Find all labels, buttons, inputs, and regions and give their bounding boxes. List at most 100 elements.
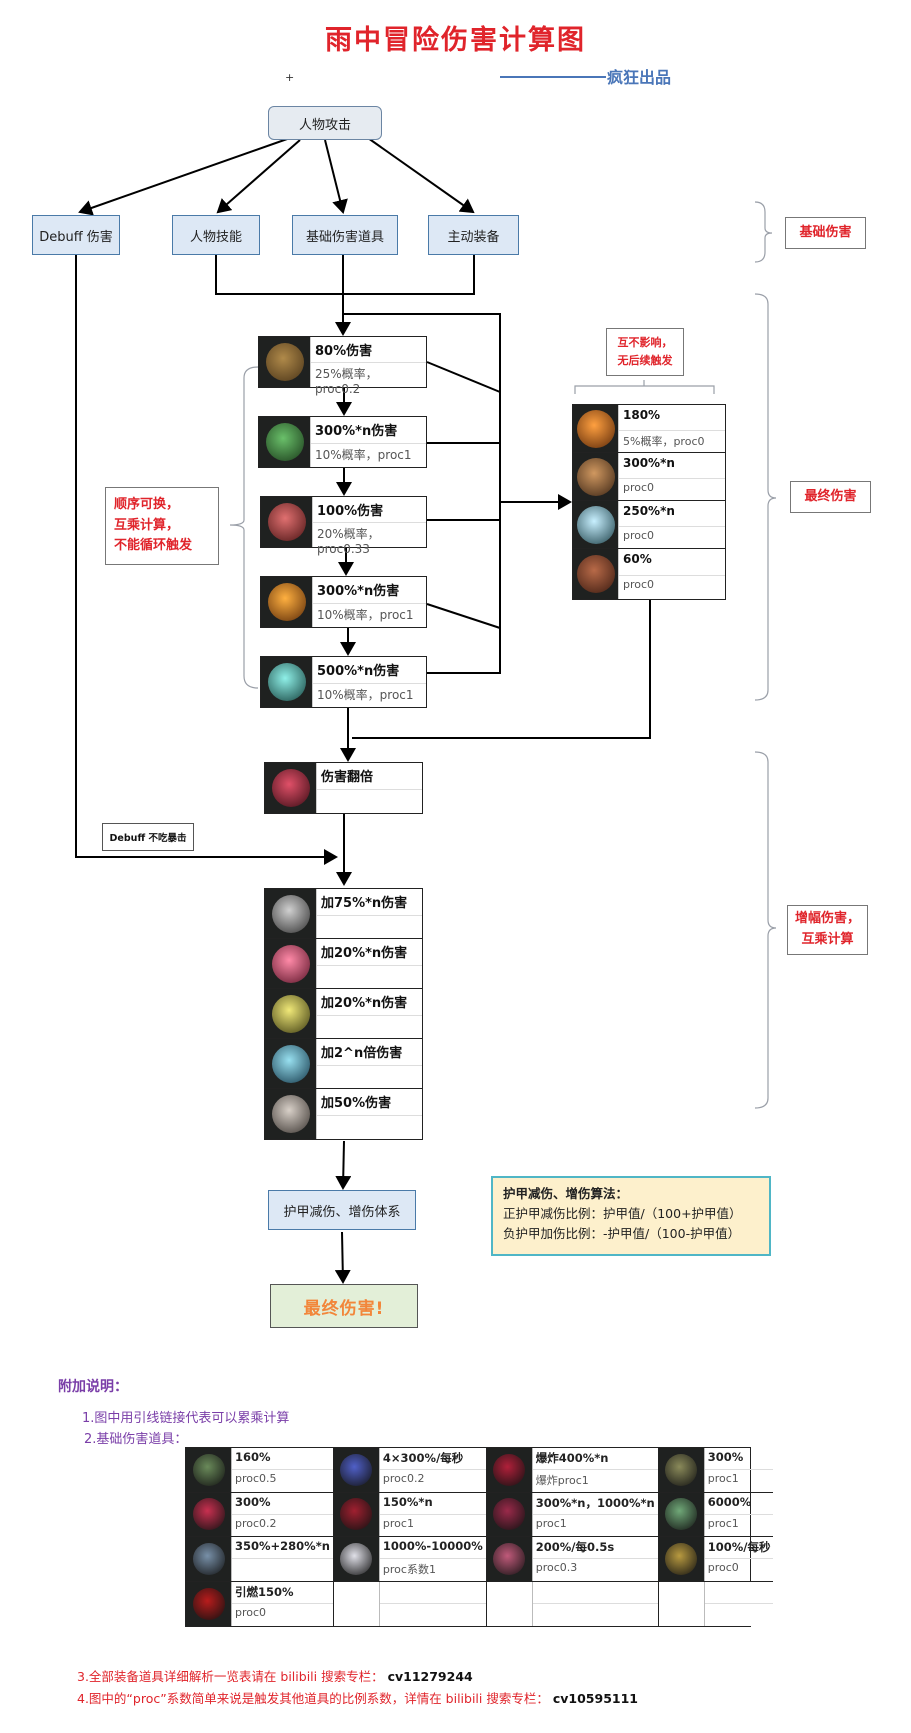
base-item-proc: proc0.5 [235,1472,277,1486]
base-item-proc: proc系数1 [382,1563,436,1577]
label-final-damage: 最终伤害 [790,481,871,513]
attack-node: 人物攻击 [268,106,382,140]
base-item-cell: 1000%-10000% proc系数1 [333,1537,487,1582]
armor-formula-box: 护甲减伤、增伤算法： 正护甲减伤比例：护甲值/（100+护甲值） 负护甲加伤比例… [491,1176,771,1256]
base-item-cell: 350%+280%*n [186,1537,334,1582]
side-item-4: 60%proc0 [572,548,726,600]
chain-item-4-value: 300%*n伤害 [313,577,426,604]
base-item-value: 100%/每秒 [704,1537,774,1560]
crit-item-sub [317,790,422,814]
formula-line-1: 正护甲减伤比例：护甲值/（100+护甲值） [503,1206,742,1221]
footnote-3-text: 3.全部装备道具详细解析一览表请在 bilibili 搜索专栏： [77,1669,384,1684]
chain-item-2-sub: 10%概率，proc1 [315,447,412,462]
plus-mark: + [285,71,295,84]
final-damage-node: 最终伤害! [270,1284,418,1328]
crit-item-value: 伤害翻倍 [317,763,422,790]
base-item-value: 300%*n，1000%*n [532,1493,658,1515]
base-item-proc: proc1 [535,1516,567,1530]
amp-item-1: 加75%*n伤害 [264,888,423,940]
base-item-value: 引燃150% [232,1582,333,1605]
label-amp-damage: 增幅伤害， 互乘计算 [787,905,868,955]
side-item-4-sub: proc0 [623,577,655,591]
mushroom-bomb-icon [493,1453,526,1486]
green-worm-icon [665,1498,698,1531]
blue-horn-icon [271,1045,310,1083]
golden-claw-icon [271,995,310,1033]
base-item-value: 1000%-10000% [379,1537,486,1560]
skill-node: 人物技能 [172,215,260,255]
chain-item-1-value: 80%伤害 [311,337,426,363]
label-base-damage: 基础伤害 [785,217,866,249]
base-item-proc: proc0.2 [235,1516,277,1530]
crit-item: 伤害翻倍 [264,762,423,814]
amp-item-4: 加2^n倍伤害 [264,1038,423,1090]
ukulele-icon [265,343,304,381]
chain-item-2: 300%*n伤害 10%概率，proc1 [258,416,427,468]
base-item-proc [705,1604,774,1626]
base-item-value [379,1582,486,1605]
base-item-value [532,1582,658,1605]
ring-chain-icon [340,1542,373,1575]
chain-item-3-sub: 20%概率，proc0.33 [317,527,380,556]
empty-cell [333,1581,487,1626]
empty-cell [486,1581,659,1626]
base-item-value: 200%/每0.5s [532,1537,658,1560]
vine-icon [192,1453,225,1486]
base-item-proc [380,1604,486,1626]
label-order-note: 顺序可换， 互乘计算， 不能循环触发 [105,487,219,565]
base-item-cell: 300%proc0.2 [186,1492,334,1537]
amp-item-5: 加50%伤害 [264,1088,423,1140]
page-title: 雨中冒险伤害计算图 [325,25,586,56]
base-item-value: 4×300%/每秒 [379,1448,486,1471]
base-item-proc: proc0 [235,1606,267,1620]
base-item-value: 6000% [704,1493,774,1515]
formula-line-2: 负护甲加伤比例：-护甲值/（100-护甲值） [503,1226,741,1241]
amp-item-2: 加20%*n伤害 [264,938,423,990]
crowbar-icon [271,895,310,933]
sausage-icon [576,555,615,593]
side-item-3-value: 250%*n [619,501,725,527]
ice-cream-icon [192,1498,225,1531]
footnote-4: 4.图中的“proc”系数简单来说是触发其他道具的比例系数，详情在 bilibi… [77,1688,638,1707]
amp-item-5-value: 加50%伤害 [317,1089,422,1116]
base-item-proc: proc0 [707,1561,739,1575]
base-item-value [704,1582,774,1605]
amp-item-3-value: 加20%*n伤害 [317,989,422,1016]
chain-glasses-icon [267,503,306,541]
pink-crystal-icon [271,945,310,983]
dagger-icon [340,1498,373,1531]
ice-ring-icon [576,506,615,544]
amp-item-2-value: 加20%*n伤害 [317,939,422,966]
goblin-head-icon [665,1453,698,1486]
footnote-3: 3.全部装备道具详细解析一览表请在 bilibili 搜索专栏： cv11279… [77,1666,473,1685]
active-equip-node: 主动装备 [428,215,519,255]
base-item-proc: proc0.3 [535,1561,578,1575]
base-items-node: 基础伤害道具 [292,215,398,255]
red-book-icon [192,1587,225,1620]
snowflake-icon [340,1453,373,1486]
sunglasses-icon [271,769,310,807]
chain-item-4-sub: 10%概率，proc1 [317,607,414,622]
side-item-2-value: 300%*n [619,453,725,479]
lightning-charm-icon [267,663,306,701]
extra-note-1: 1.图中用引线链接代表可以累乘计算 [82,1411,290,1426]
extra-notes-title: 附加说明： [58,1379,128,1395]
footnote-4-text: 4.图中的“proc”系数简单来说是触发其他道具的比例系数，详情在 bilibi… [77,1691,549,1706]
debuff-node: Debuff 伤害 [32,215,120,255]
missile-launcher-icon [265,423,304,461]
base-item-value: 150%*n [379,1493,486,1515]
base-item-cell: 6000%proc1 [658,1492,774,1537]
base-item-value: 爆炸400%*n [532,1448,658,1471]
amp-item-4-value: 加2^n倍伤害 [317,1039,422,1066]
chain-item-2-value: 300%*n伤害 [311,417,426,444]
